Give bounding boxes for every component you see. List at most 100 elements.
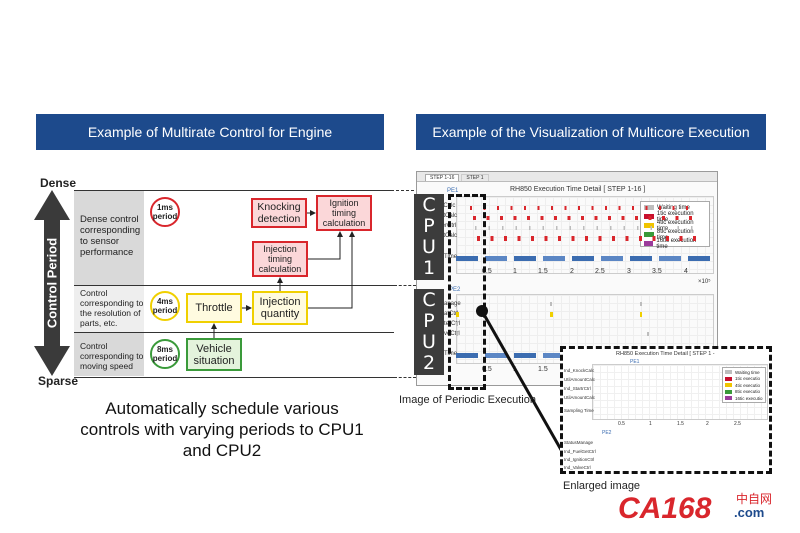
x-tick-5: 3 bbox=[627, 268, 631, 275]
cpu1-exec-bar bbox=[486, 216, 490, 220]
enlarged-tick-4: 2.5 bbox=[734, 421, 741, 427]
site-logo[interactable]: CA168 中自网 .com bbox=[618, 488, 788, 528]
cpu1-wait-bar bbox=[650, 226, 652, 230]
cpu1-exec-bar bbox=[591, 206, 594, 210]
cpu1-exec-bar bbox=[585, 236, 588, 241]
cpu1-exec-bar bbox=[689, 216, 692, 220]
enlarged-row-3: Ind_StartrCtrl bbox=[564, 386, 591, 391]
cpu1-exec-bar bbox=[581, 216, 584, 220]
band-medium-label: Control corresponding to the resolution … bbox=[80, 288, 144, 328]
logo-cn: 中自网 bbox=[736, 492, 773, 506]
ignition-timing-box: Ignition timing calculation bbox=[316, 195, 372, 231]
injection-timing-box: Injection timing calculation bbox=[252, 241, 308, 277]
throttle-box: Throttle bbox=[186, 293, 242, 323]
cpu1-exec-bar bbox=[612, 236, 615, 241]
cpu1-exec-bar bbox=[517, 236, 521, 241]
x-tick-2: 1.5 bbox=[538, 268, 548, 275]
enlarged-tick-3: 2 bbox=[706, 421, 709, 427]
axis-top-label: Dense bbox=[40, 176, 77, 190]
tab-step-1[interactable]: STEP 1 bbox=[461, 174, 489, 181]
left-header: Example of Multirate Control for Engine bbox=[36, 114, 384, 150]
x-tick-4: 2.5 bbox=[595, 268, 605, 275]
tab-step-1-16[interactable]: STEP 1-16 bbox=[425, 174, 460, 181]
cpu2-row-1: anage bbox=[444, 301, 461, 307]
x-exponent: ×10⁵ bbox=[698, 279, 711, 285]
cpu1-sampling-bar bbox=[543, 256, 565, 261]
cpu1-exec-bar bbox=[578, 206, 580, 210]
logo-brand: CA168 bbox=[618, 492, 712, 525]
enlarged-row2-4: Ind_ValveCtrl bbox=[564, 465, 591, 470]
cpu1-exec-bar bbox=[652, 236, 656, 241]
cpu1-exec-bar bbox=[635, 216, 638, 220]
cpu1-wait-bar bbox=[475, 226, 477, 230]
cpu1-wait-bar bbox=[515, 226, 517, 230]
enlarged-tick-1: 1 bbox=[649, 421, 652, 427]
enlarged-caption: Enlarged image bbox=[563, 480, 641, 492]
x-tick-6: 3.5 bbox=[652, 268, 662, 275]
enlarged-row2-3: Ind_IgnitionCtrl bbox=[564, 457, 595, 462]
cpu2-exec-bar bbox=[456, 312, 459, 317]
cpu1-sampling-bar bbox=[485, 256, 507, 261]
cpu1-exec-bar bbox=[675, 216, 679, 220]
period-4ms: 4ms period bbox=[150, 291, 180, 321]
cpu1-wait-bar bbox=[637, 226, 639, 230]
cpu1-exec-bar bbox=[598, 236, 602, 241]
cpu1-exec-bar bbox=[594, 216, 598, 220]
cpu2-wait-bar bbox=[647, 332, 649, 336]
cpu1-exec-bar bbox=[497, 206, 499, 210]
cpu1-wait-bar bbox=[677, 226, 679, 230]
logo-com: .com bbox=[734, 505, 765, 520]
cpu1-wait-bar bbox=[556, 226, 558, 230]
cpu1-exec-bar bbox=[605, 206, 607, 210]
cpu1-exec-bar bbox=[500, 216, 503, 220]
summary-text: Automatically schedule various controls … bbox=[80, 399, 364, 460]
cpu1-wait-bar bbox=[623, 226, 625, 230]
pe2-label: PE2 bbox=[449, 287, 461, 293]
cpu1-exec-bar bbox=[564, 206, 567, 210]
cpu2-wait-bar bbox=[550, 302, 552, 306]
cpu1-exec-bar bbox=[632, 206, 634, 210]
injection-quantity-box: Injection quantity bbox=[252, 291, 308, 325]
cpu1-exec-bar bbox=[490, 236, 494, 241]
cpu1-exec-bar bbox=[473, 216, 476, 220]
cpu2-exec-bar bbox=[640, 312, 642, 317]
cpu1-wait-bar bbox=[610, 226, 612, 230]
cpu1-exec-bar bbox=[621, 216, 625, 220]
cpu1-exec-bar bbox=[659, 206, 661, 210]
cpu1-wait-bar bbox=[569, 226, 571, 230]
cpu1-wait-bar bbox=[488, 226, 490, 230]
cpu1-exec-bar bbox=[693, 236, 696, 241]
cpu1-exec-bar bbox=[537, 206, 540, 210]
cpu1-exec-bar bbox=[477, 236, 480, 241]
cpu2-wait-bar bbox=[456, 332, 458, 336]
x-tick-3: 2 bbox=[570, 268, 574, 275]
cpu1-exec-bar bbox=[686, 206, 688, 210]
cpu1-exec-bar bbox=[527, 216, 530, 220]
period-highlight bbox=[448, 194, 486, 390]
band-sparse-label: Control corresponding to moving speed bbox=[80, 341, 144, 371]
cpu1-wait-bar bbox=[596, 226, 598, 230]
cpu1-row-1: eCalc bbox=[440, 203, 456, 209]
axis-bottom-label: Sparse bbox=[38, 374, 79, 388]
cpu1-exec-bar bbox=[648, 216, 652, 220]
cpu1-wait-bar bbox=[502, 226, 504, 230]
cpu1-exec-bar bbox=[662, 216, 665, 220]
enlarged-row-1: Ind_KnockCalc bbox=[564, 368, 595, 373]
cpu1-exec-bar bbox=[666, 236, 669, 241]
cpu1-exec-bar bbox=[513, 216, 517, 220]
cpu1-sampling-bar bbox=[514, 256, 536, 261]
cpu2-sampling-bar bbox=[456, 353, 478, 358]
enlarged-legend: Waiting time 1tic executio 4tic executio… bbox=[722, 367, 766, 403]
x2-tick-0: 0.5 bbox=[482, 366, 492, 373]
cpu1-exec-bar bbox=[470, 206, 472, 210]
enlarged-title: RH850 Execution Time Detail [ STEP 1 - bbox=[616, 351, 715, 357]
cpu1-exec-bar bbox=[618, 206, 621, 210]
cpu1-exec-bar bbox=[544, 236, 548, 241]
cpu2-wait-bar bbox=[640, 302, 642, 306]
cpu1-exec-bar bbox=[554, 216, 557, 220]
enlarged-pe2: PE2 bbox=[602, 430, 612, 436]
cpu1-wait-bar bbox=[691, 226, 693, 230]
period-8ms: 8ms period bbox=[150, 339, 180, 369]
enlarged-row2-2: Ind_FuelGetCtrl bbox=[564, 449, 596, 454]
